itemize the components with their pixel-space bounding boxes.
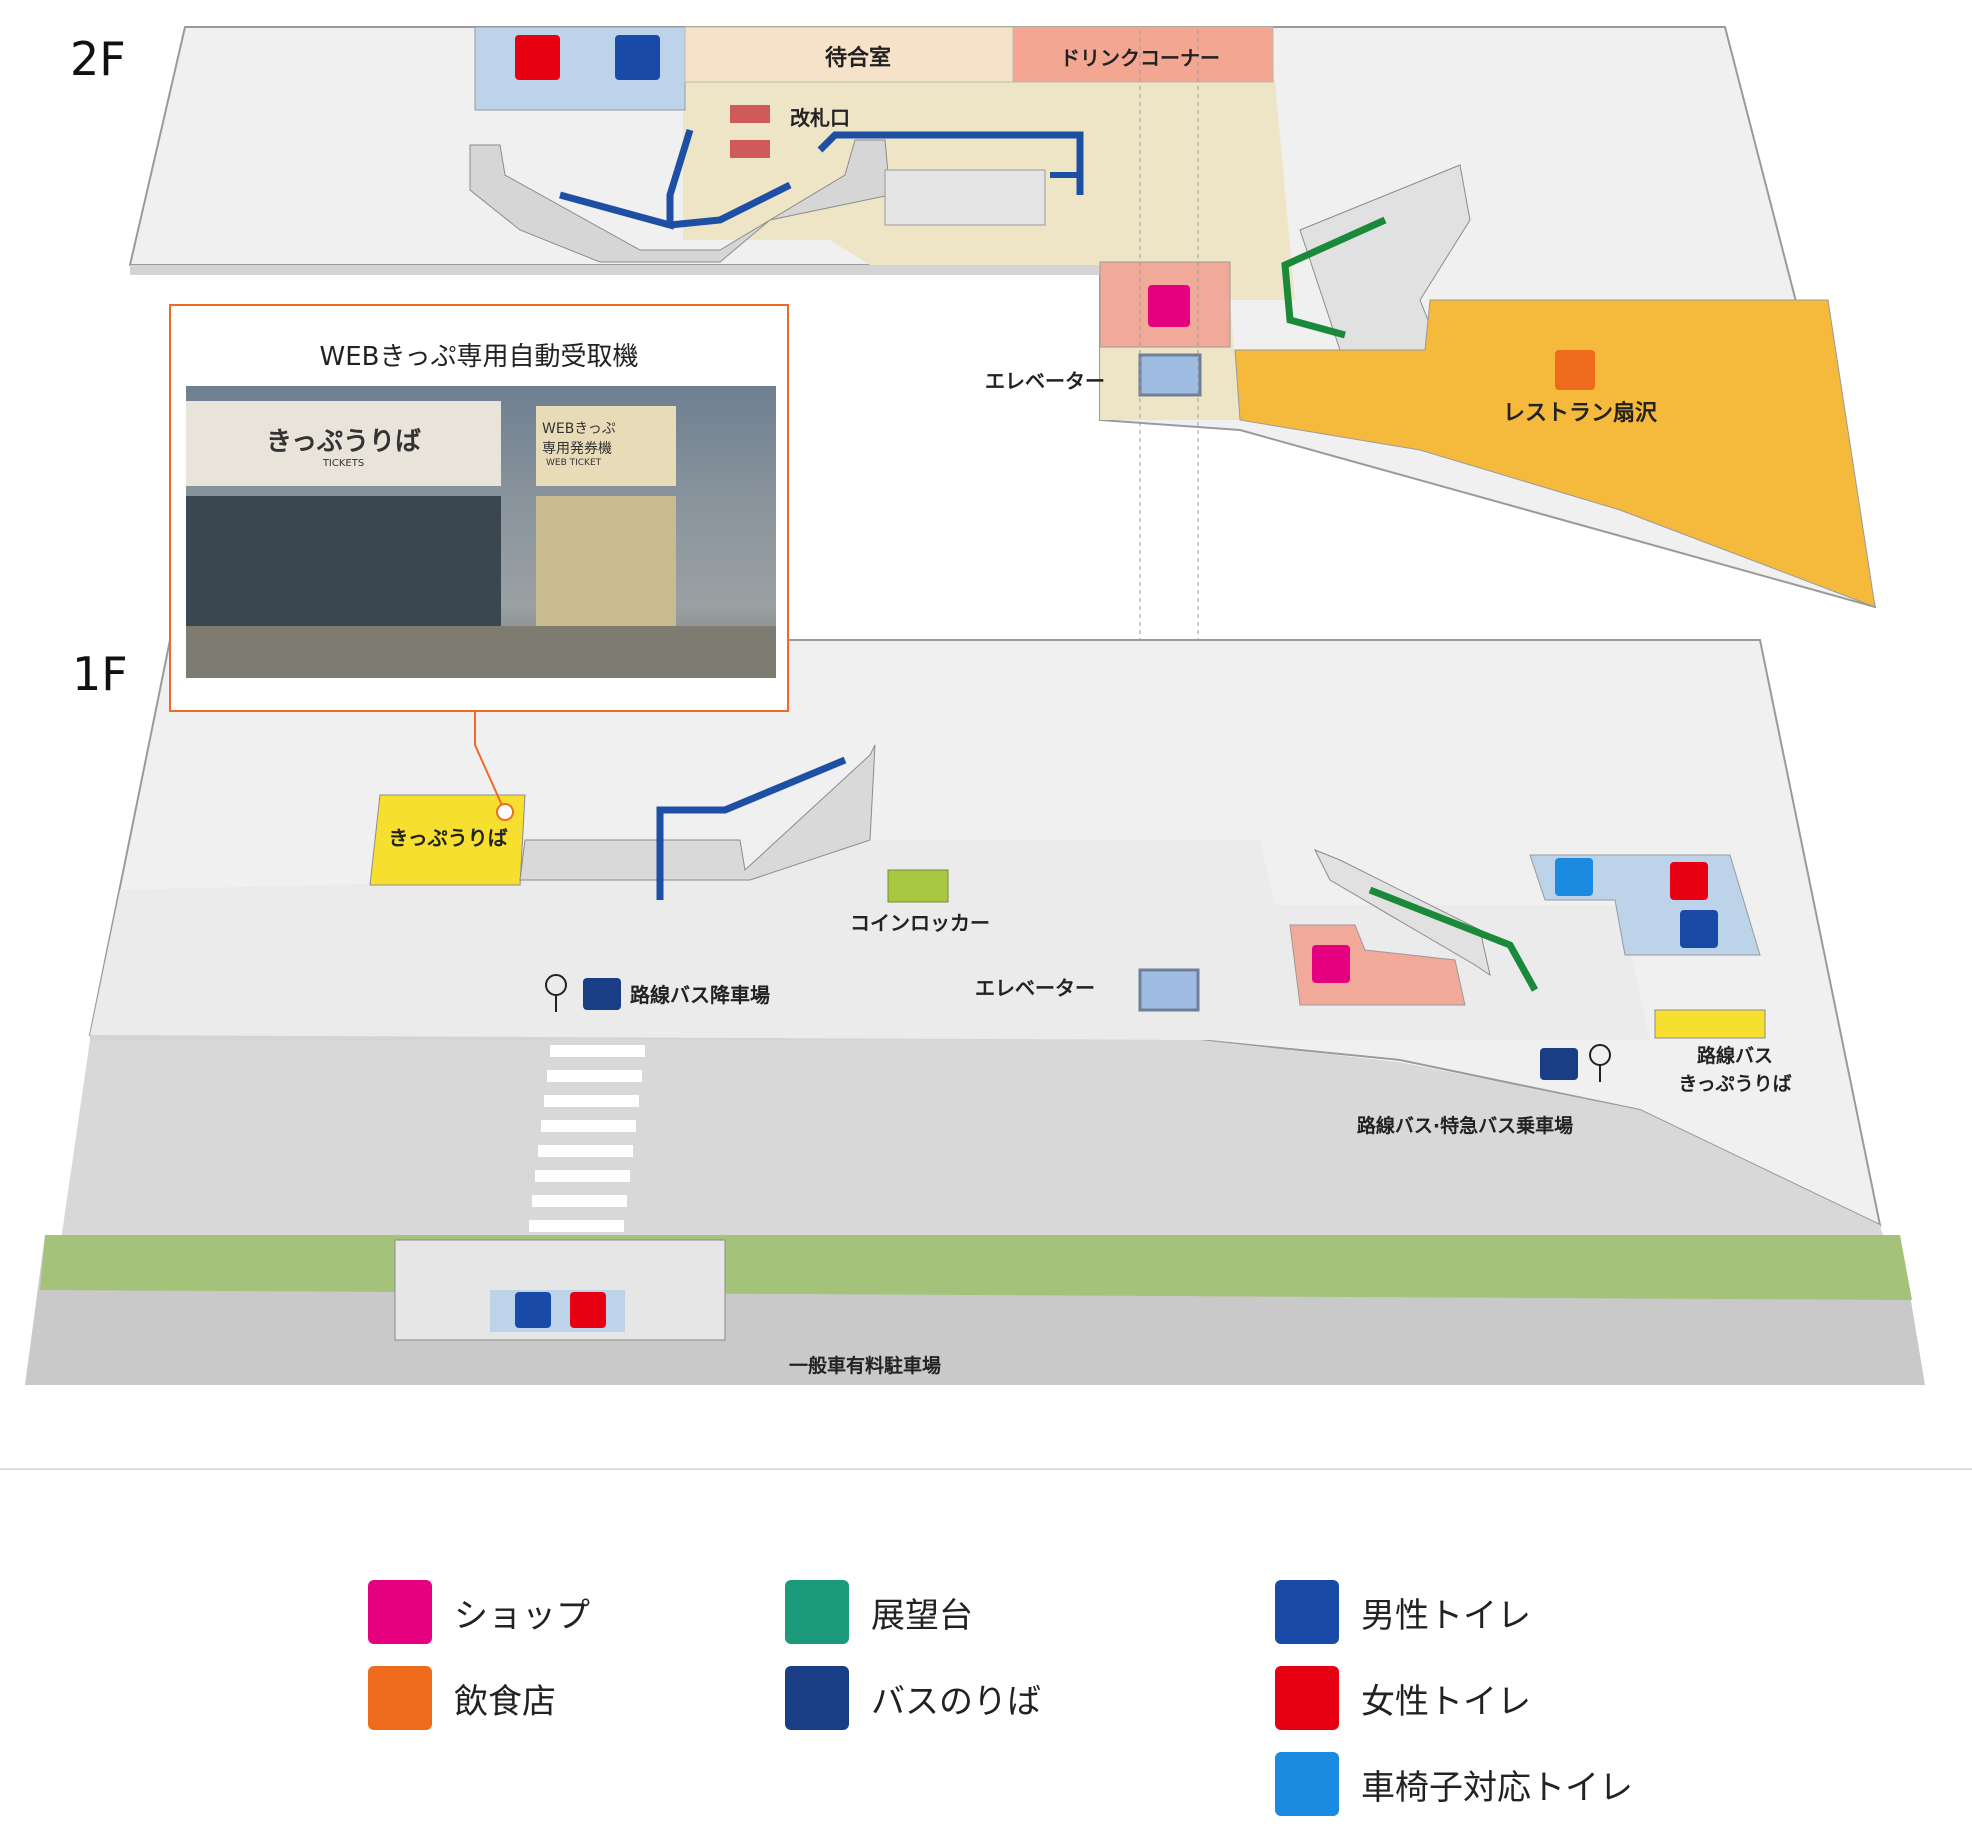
- legend-observatory: 展望台: [785, 1580, 973, 1644]
- station-map: 2F 1F 待合室 ドリンクコーナー 改札口 エレベーター レストラン扇沢 きっ…: [0, 26, 1972, 1470]
- lower-elevator-label: エレベーター: [975, 976, 1095, 1000]
- route-lower-blue: [656, 756, 847, 900]
- waiting-room-label: 待合室: [825, 45, 891, 71]
- lower-elevator[interactable]: [1138, 968, 1200, 1012]
- legend-restaurant: 飲食店: [368, 1666, 556, 1730]
- upper-stair-landing: [884, 169, 1046, 226]
- observatory-icon: [785, 1580, 849, 1644]
- legend-accessible-label: 車椅子対応トイレ: [1361, 1767, 1633, 1808]
- bus-boarding-label: 路線バス·特急バス乗車場: [1357, 1114, 1573, 1137]
- upper-shop-icon: [1148, 285, 1190, 327]
- ticket-gate-label: 改札口: [790, 106, 850, 130]
- bus-dropoff-icon: [583, 978, 621, 1010]
- legend-womens: 女性トイレ: [1275, 1666, 1531, 1730]
- parking-label: 一般車有料駐車場: [789, 1354, 941, 1377]
- coin-locker[interactable]: [887, 869, 949, 903]
- photo-sign-ticket-sub: TICKETS: [322, 458, 365, 469]
- lower-womens-toilet-icon: [1670, 862, 1708, 900]
- bus-ticket-office[interactable]: [1654, 1009, 1766, 1039]
- restaurant-area[interactable]: [1234, 299, 1876, 608]
- legend-observatory-label: 展望台: [871, 1595, 973, 1636]
- legend-mens-label: 男性トイレ: [1361, 1595, 1531, 1636]
- floor-label-lower: 1F: [72, 647, 128, 701]
- legend-womens-label: 女性トイレ: [1361, 1681, 1531, 1722]
- underpass-womens-toilet-icon: [570, 1292, 606, 1328]
- photo-sign-web-text: WEBきっぷ 専用発券機: [542, 421, 616, 457]
- photo-caption: WEBきっぷ専用自動受取機: [319, 342, 639, 372]
- upper-staircase: [469, 139, 891, 263]
- legend-accessible: 車椅子対応トイレ: [1275, 1752, 1633, 1816]
- callout-anchor: [496, 803, 514, 821]
- legend-shop: ショップ: [368, 1580, 590, 1644]
- ticket-office-area[interactable]: [369, 794, 526, 886]
- callout-connector: [474, 712, 506, 813]
- bus-ticket-office-label-1: 路線バス: [1697, 1044, 1773, 1067]
- photo-sign-web: WEBきっぷ 専用発券機 WEB TICKET: [536, 406, 676, 486]
- restaurant-label: レストラン扇沢: [1503, 400, 1658, 426]
- floor-label-upper: 2F: [70, 32, 126, 86]
- upper-elevator[interactable]: [1138, 353, 1202, 397]
- photo-sign-ticket-text: きっぷうりば: [266, 427, 421, 457]
- legend-shop-label: ショップ: [454, 1595, 590, 1636]
- lower-shop-icon: [1312, 945, 1350, 983]
- lower-staircase: [519, 744, 876, 881]
- drink-corner-label: ドリンクコーナー: [1060, 46, 1220, 70]
- route-upper-left: [559, 128, 694, 230]
- legend-bus: バスのりば: [785, 1666, 1041, 1730]
- photo-web-machine: [536, 496, 676, 626]
- legend-restaurant-label: 飲食店: [454, 1681, 556, 1722]
- drink-corner-area: [1012, 26, 1274, 83]
- photo-sign-ticket: きっぷうりば TICKETS: [186, 401, 501, 486]
- underpass-mens-toilet-icon: [515, 1292, 551, 1328]
- photo-sign-web-sub: WEB TICKET: [546, 458, 602, 468]
- photo-counter: [186, 496, 501, 626]
- bus-icon: [785, 1666, 849, 1730]
- mens-toilet-icon: [1275, 1580, 1339, 1644]
- upper-womens-toilet-icon: [515, 35, 560, 80]
- route-upper-main: [817, 131, 1084, 195]
- crosswalk: [529, 1045, 645, 1232]
- ticket-office-label: きっぷうりば: [388, 826, 507, 850]
- shop-icon: [368, 1580, 432, 1644]
- lower-concourse: [90, 840, 1650, 1040]
- wheelchair-toilet-icon: [1275, 1752, 1339, 1816]
- upper-elevator-label: エレベーター: [985, 369, 1105, 393]
- gate-marker-1: [730, 105, 770, 123]
- bus-ticket-office-label-2: きっぷうりば: [1678, 1073, 1791, 1095]
- photo-floor: [186, 626, 776, 678]
- bus-dropoff-label: 路線バス降車場: [630, 983, 770, 1007]
- legend: ショップ 飲食店 展望台 バスのりば 男性トイレ 女性トイレ 車椅子対応トイレ: [0, 1470, 1972, 1848]
- ticket-office-photo: きっぷうりば TICKETS WEBきっぷ 専用発券機 WEB TICKET: [186, 386, 776, 678]
- bus-boarding-icon: [1540, 1048, 1578, 1080]
- upper-floor-edge: [130, 265, 1100, 275]
- accessible-toilet-icon: [1555, 858, 1593, 896]
- coin-locker-label: コインロッカー: [850, 911, 990, 935]
- restaurant-legend-icon: [368, 1666, 432, 1730]
- green-belt: [40, 1235, 1912, 1300]
- restaurant-icon: [1555, 350, 1595, 390]
- route-lower-green: [1368, 886, 1539, 992]
- gate-marker-2: [730, 140, 770, 158]
- web-ticket-photo-callout: WEBきっぷ専用自動受取機 きっぷうりば TICKETS WEBきっぷ 専用発券…: [169, 304, 789, 712]
- legend-bus-label: バスのりば: [871, 1681, 1041, 1722]
- lower-mens-toilet-icon: [1680, 910, 1718, 948]
- womens-toilet-icon: [1275, 1666, 1339, 1730]
- route-upper-right: [669, 181, 792, 229]
- route-green-upper: [1281, 216, 1387, 339]
- lower-right-staircase: [1313, 849, 1491, 977]
- upper-mens-toilet-icon: [615, 35, 660, 80]
- legend-mens: 男性トイレ: [1275, 1580, 1531, 1644]
